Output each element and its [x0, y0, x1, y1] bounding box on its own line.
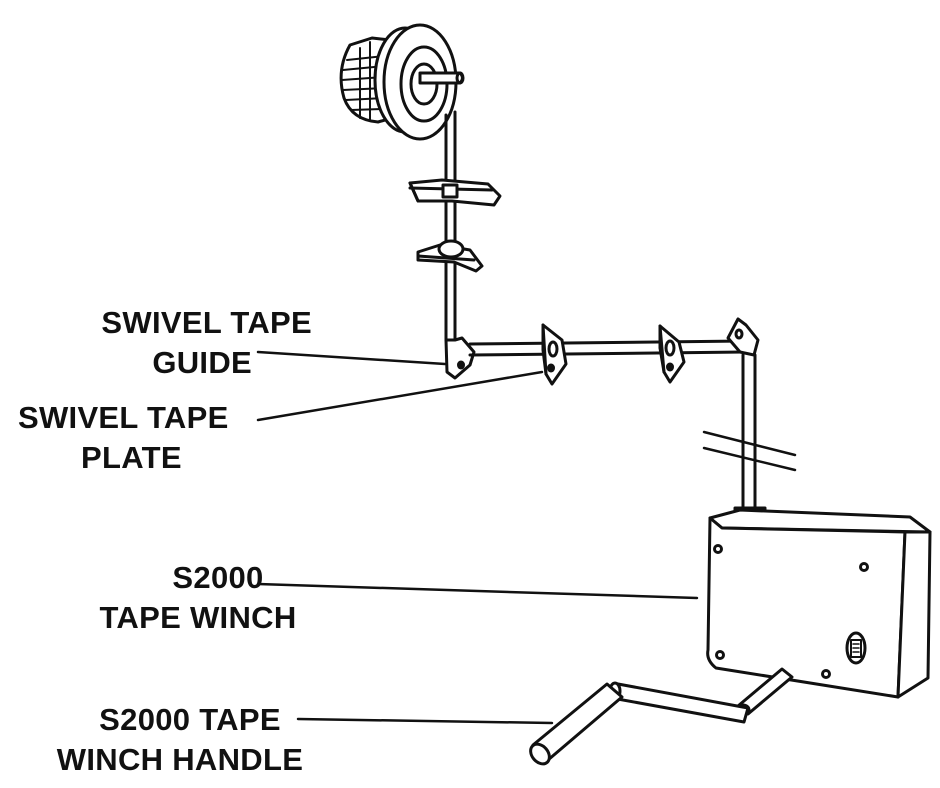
swivel-tape-guide-label: SWIVEL TAPE GUIDE [60, 303, 312, 383]
horizontal-tape [468, 339, 747, 357]
winch-handle [529, 667, 794, 766]
lower-guide-bracket [416, 239, 484, 273]
upper-guide-bracket [408, 178, 502, 207]
swivel-tape-guide [444, 336, 476, 380]
tape-winch-label-line2: TAPE WINCH [99, 600, 297, 635]
tape-to-winch [702, 353, 797, 519]
winch-handle-label: S2000 TAPE WINCH HANDLE [30, 700, 330, 780]
swivel-tape-guide-label-line1: SWIVEL TAPE [101, 305, 312, 340]
winch-handle-label-line1: S2000 TAPE [99, 702, 281, 737]
swivel-tape-plate-2 [658, 324, 686, 384]
tape-winch-label: S2000 TAPE WINCH [78, 558, 318, 638]
swivel-tape-plate [541, 323, 568, 386]
tape-reel [339, 23, 465, 141]
tape-winch-box [706, 508, 932, 699]
swivel-tape-plate-label: SWIVEL TAPE PLATE [18, 398, 229, 478]
swivel-tape-plate-label-line2: PLATE [81, 440, 182, 475]
vertical-tape [444, 110, 457, 342]
tape-winch-label-line1: S2000 [172, 560, 264, 595]
corner-guide-right [726, 317, 760, 357]
swivel-tape-guide-label-line2: GUIDE [152, 345, 252, 380]
leader-lines [256, 350, 699, 725]
swivel-tape-plate-label-line1: SWIVEL TAPE [18, 400, 229, 435]
winch-handle-label-line2: WINCH HANDLE [56, 742, 304, 777]
